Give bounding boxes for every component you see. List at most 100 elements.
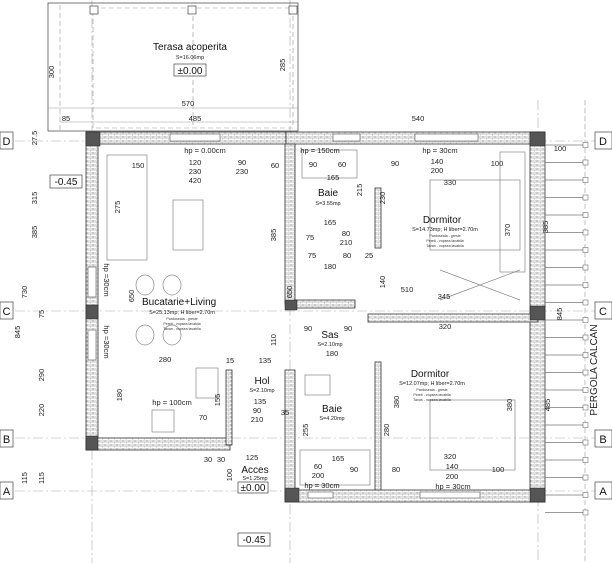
axis-b-left: B — [3, 434, 10, 446]
dim: 110 — [269, 334, 278, 346]
dim: 380 — [392, 396, 401, 409]
pergola — [545, 100, 589, 563]
dim: 845 — [13, 326, 22, 339]
dim: 285 — [278, 59, 287, 72]
sill-bath1: hp = 150cm — [300, 146, 339, 155]
dim: 385 — [541, 221, 550, 234]
dim: 165 — [332, 454, 345, 463]
dim: 380 — [505, 399, 514, 412]
sas-area: S=2.10mp — [317, 342, 342, 348]
dim: 60 — [314, 462, 322, 471]
bath1-name: Baie — [318, 188, 338, 199]
living-finish-floor: Pardoseala - gresie — [166, 317, 197, 321]
dim: 100 — [554, 144, 567, 153]
dim: 140 — [446, 462, 459, 471]
dim: 150 — [132, 161, 145, 170]
acces-area: S=1.25mp — [242, 476, 267, 482]
bath2-area: S=4.20mp — [319, 416, 344, 422]
sill-living-side1: hp =30cm — [102, 263, 111, 296]
pergola-slat-end — [582, 282, 589, 288]
dim: 230 — [378, 192, 387, 205]
pergola-slat-end — [582, 369, 589, 376]
dim: 140 — [431, 157, 444, 166]
pergola-slat-end — [582, 404, 589, 411]
dim: 140 — [378, 276, 387, 289]
dim: 75 — [306, 233, 314, 242]
dim: 540 — [412, 114, 425, 123]
dim: 280 — [382, 424, 391, 437]
dimension-labels: 300 285 570 485 85 540 27.5 150 120 230 … — [13, 59, 566, 484]
bath2-name: Baie — [322, 404, 342, 415]
dim: 155 — [213, 394, 222, 407]
furniture — [106, 149, 526, 486]
bedroom1-area: S=14.73mp; H liber=2.70m — [412, 227, 478, 233]
dim: 200 — [446, 472, 459, 481]
bedroom1-finish-walls: Pereti - vopsea lavabila — [426, 239, 463, 243]
dim: 255 — [301, 424, 310, 437]
dim: 650 — [127, 290, 136, 303]
dim: 60 — [271, 161, 279, 170]
dim: 165 — [324, 218, 337, 227]
bedroom2-area: S=12.07mp; H liber=2.70m — [399, 381, 465, 387]
dim: 165 — [327, 173, 340, 182]
sill-bedroom1: hp = 30cm — [422, 146, 457, 155]
dim: 210 — [340, 238, 353, 247]
dim: 485 — [543, 399, 552, 412]
dim: 650 — [285, 286, 294, 299]
dim: 290 — [37, 369, 46, 382]
terrace-level: ±0.00 — [178, 66, 203, 77]
axis-c-left: C — [3, 306, 11, 318]
dim: 180 — [115, 389, 124, 402]
dim: 25 — [365, 251, 373, 260]
dim: 75 — [37, 310, 46, 318]
pergola-slat-end — [582, 264, 589, 271]
sill-top-living: hp = 0.00cm — [184, 146, 225, 155]
dim: 70 — [199, 413, 207, 422]
dim: 300 — [47, 66, 56, 79]
dim: 60 — [338, 160, 346, 169]
dim: 75 — [308, 251, 316, 260]
bedroom2-finish-ceiling: Tavan - vopsea lavabila — [413, 398, 451, 402]
dim: 320 — [439, 322, 452, 331]
dim: 90 — [344, 324, 352, 333]
axis-labels: D C B A D C B A — [0, 131, 612, 500]
terrace — [47, 2, 299, 132]
dim: 200 — [431, 166, 444, 175]
axis-d-left: D — [3, 136, 11, 148]
bedroom1-finish-floor: Pardoseala - gresie — [429, 234, 460, 238]
bedroom1-finish-ceiling: Tavan - vopsea lavabila — [426, 244, 464, 248]
dim: 120 — [189, 158, 202, 167]
sill-living-side2: hp =30cm — [102, 325, 111, 358]
dim: 35 — [281, 408, 289, 417]
dim: 80 — [343, 251, 351, 260]
living-area: S=25.13mp; H liber=2.70m — [149, 310, 215, 316]
dim: 30 — [204, 455, 212, 464]
dim: 180 — [324, 262, 337, 271]
axis-b-right: B — [599, 434, 606, 446]
living-finish-ceiling: Tavan - vopsea lavabila — [163, 327, 201, 331]
dim: 385 — [30, 226, 39, 239]
dim: 90 — [304, 324, 312, 333]
axis-d-right: D — [599, 136, 607, 148]
grid-axes — [15, 0, 595, 563]
living-name: Bucatarie+Living — [142, 297, 216, 308]
dim: 370 — [503, 224, 512, 237]
level-box-bottom — [237, 532, 271, 547]
pergola-slat-end — [582, 474, 589, 481]
dim: 200 — [312, 471, 325, 480]
terrace-area: S=16.06mp — [176, 55, 204, 61]
dim: 90 — [391, 159, 399, 168]
windows — [87, 133, 481, 499]
bedroom2-finish-walls: Pereti - vopsea lavabila — [413, 393, 450, 397]
dim: 100 — [225, 469, 234, 482]
living-finish-walls: Pereti - vopsea lavabila — [163, 322, 200, 326]
pergola-slat-end — [582, 509, 589, 516]
sill-bath2: hp = 30cm — [304, 481, 339, 490]
pergola-slat-end — [582, 422, 589, 428]
dim: 85 — [62, 114, 70, 123]
dim: 230 — [236, 167, 249, 176]
dim: 280 — [159, 355, 172, 364]
dim: 330 — [444, 178, 457, 187]
axis-a-right: A — [599, 486, 607, 498]
dim: 345 — [438, 292, 451, 301]
